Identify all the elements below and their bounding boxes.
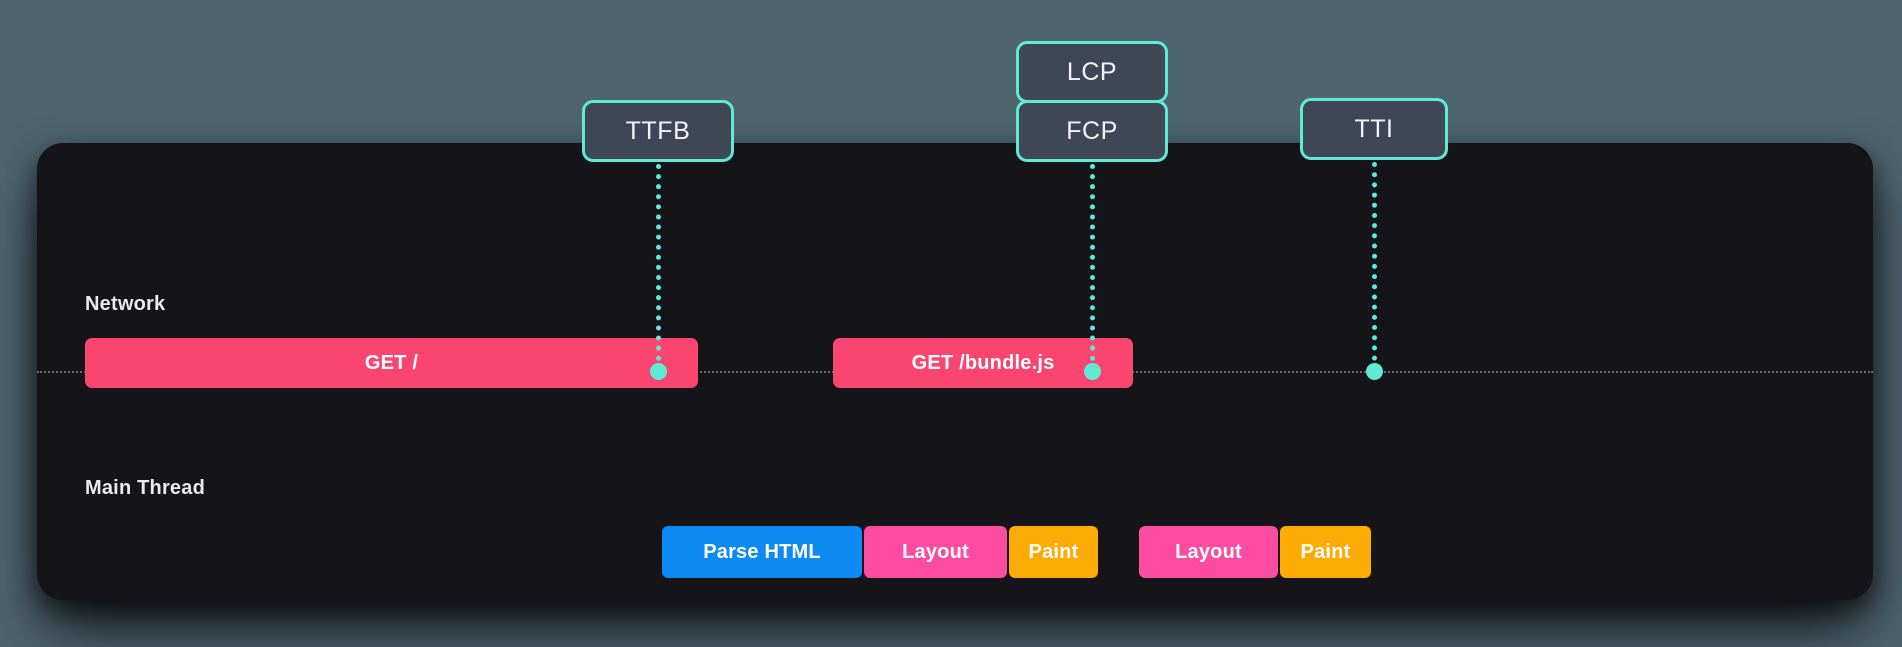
network-request-label: GET /bundle.js (911, 351, 1055, 374)
network-request-bar[interactable]: GET / (85, 338, 698, 388)
network-request-label: GET / (364, 351, 419, 374)
main-thread-task-bar[interactable]: Layout (1139, 526, 1278, 578)
main-thread-task-label: Layout (902, 540, 969, 563)
marker-connector-line (1090, 164, 1095, 371)
marker-timeline-dot (1084, 363, 1101, 380)
main-thread-task-label: Layout (1175, 540, 1242, 563)
main-thread-task-bar[interactable]: Paint (1280, 526, 1371, 578)
lane-label-main-thread: Main Thread (85, 477, 205, 499)
performance-timeline-card: Network Main Thread GET /GET /bundle.js … (37, 143, 1873, 600)
main-thread-task-bar[interactable]: Paint (1009, 526, 1098, 578)
marker-timeline-dot (1366, 363, 1383, 380)
timing-marker-label: FCP (1066, 116, 1118, 145)
main-thread-task-bar[interactable]: Layout (864, 526, 1007, 578)
main-thread-task-label: Paint (1300, 540, 1351, 563)
timing-marker-lcp[interactable]: LCP (1016, 41, 1168, 103)
timing-marker-ttfb[interactable]: TTFB (582, 100, 734, 162)
network-request-bar[interactable]: GET /bundle.js (833, 338, 1133, 388)
marker-connector-line (656, 164, 661, 371)
timing-marker-label: LCP (1066, 57, 1118, 86)
main-thread-task-bar[interactable]: Parse HTML (662, 526, 862, 578)
main-thread-task-label: Parse HTML (703, 540, 821, 563)
marker-timeline-dot (650, 363, 667, 380)
main-thread-task-label: Paint (1028, 540, 1079, 563)
lane-label-network: Network (85, 293, 166, 315)
timing-marker-tti[interactable]: TTI (1300, 98, 1448, 160)
timing-marker-label: TTI (1354, 114, 1394, 143)
timing-marker-label: TTFB (625, 116, 691, 145)
timing-marker-fcp[interactable]: FCP (1016, 100, 1168, 162)
marker-connector-line (1372, 162, 1377, 371)
